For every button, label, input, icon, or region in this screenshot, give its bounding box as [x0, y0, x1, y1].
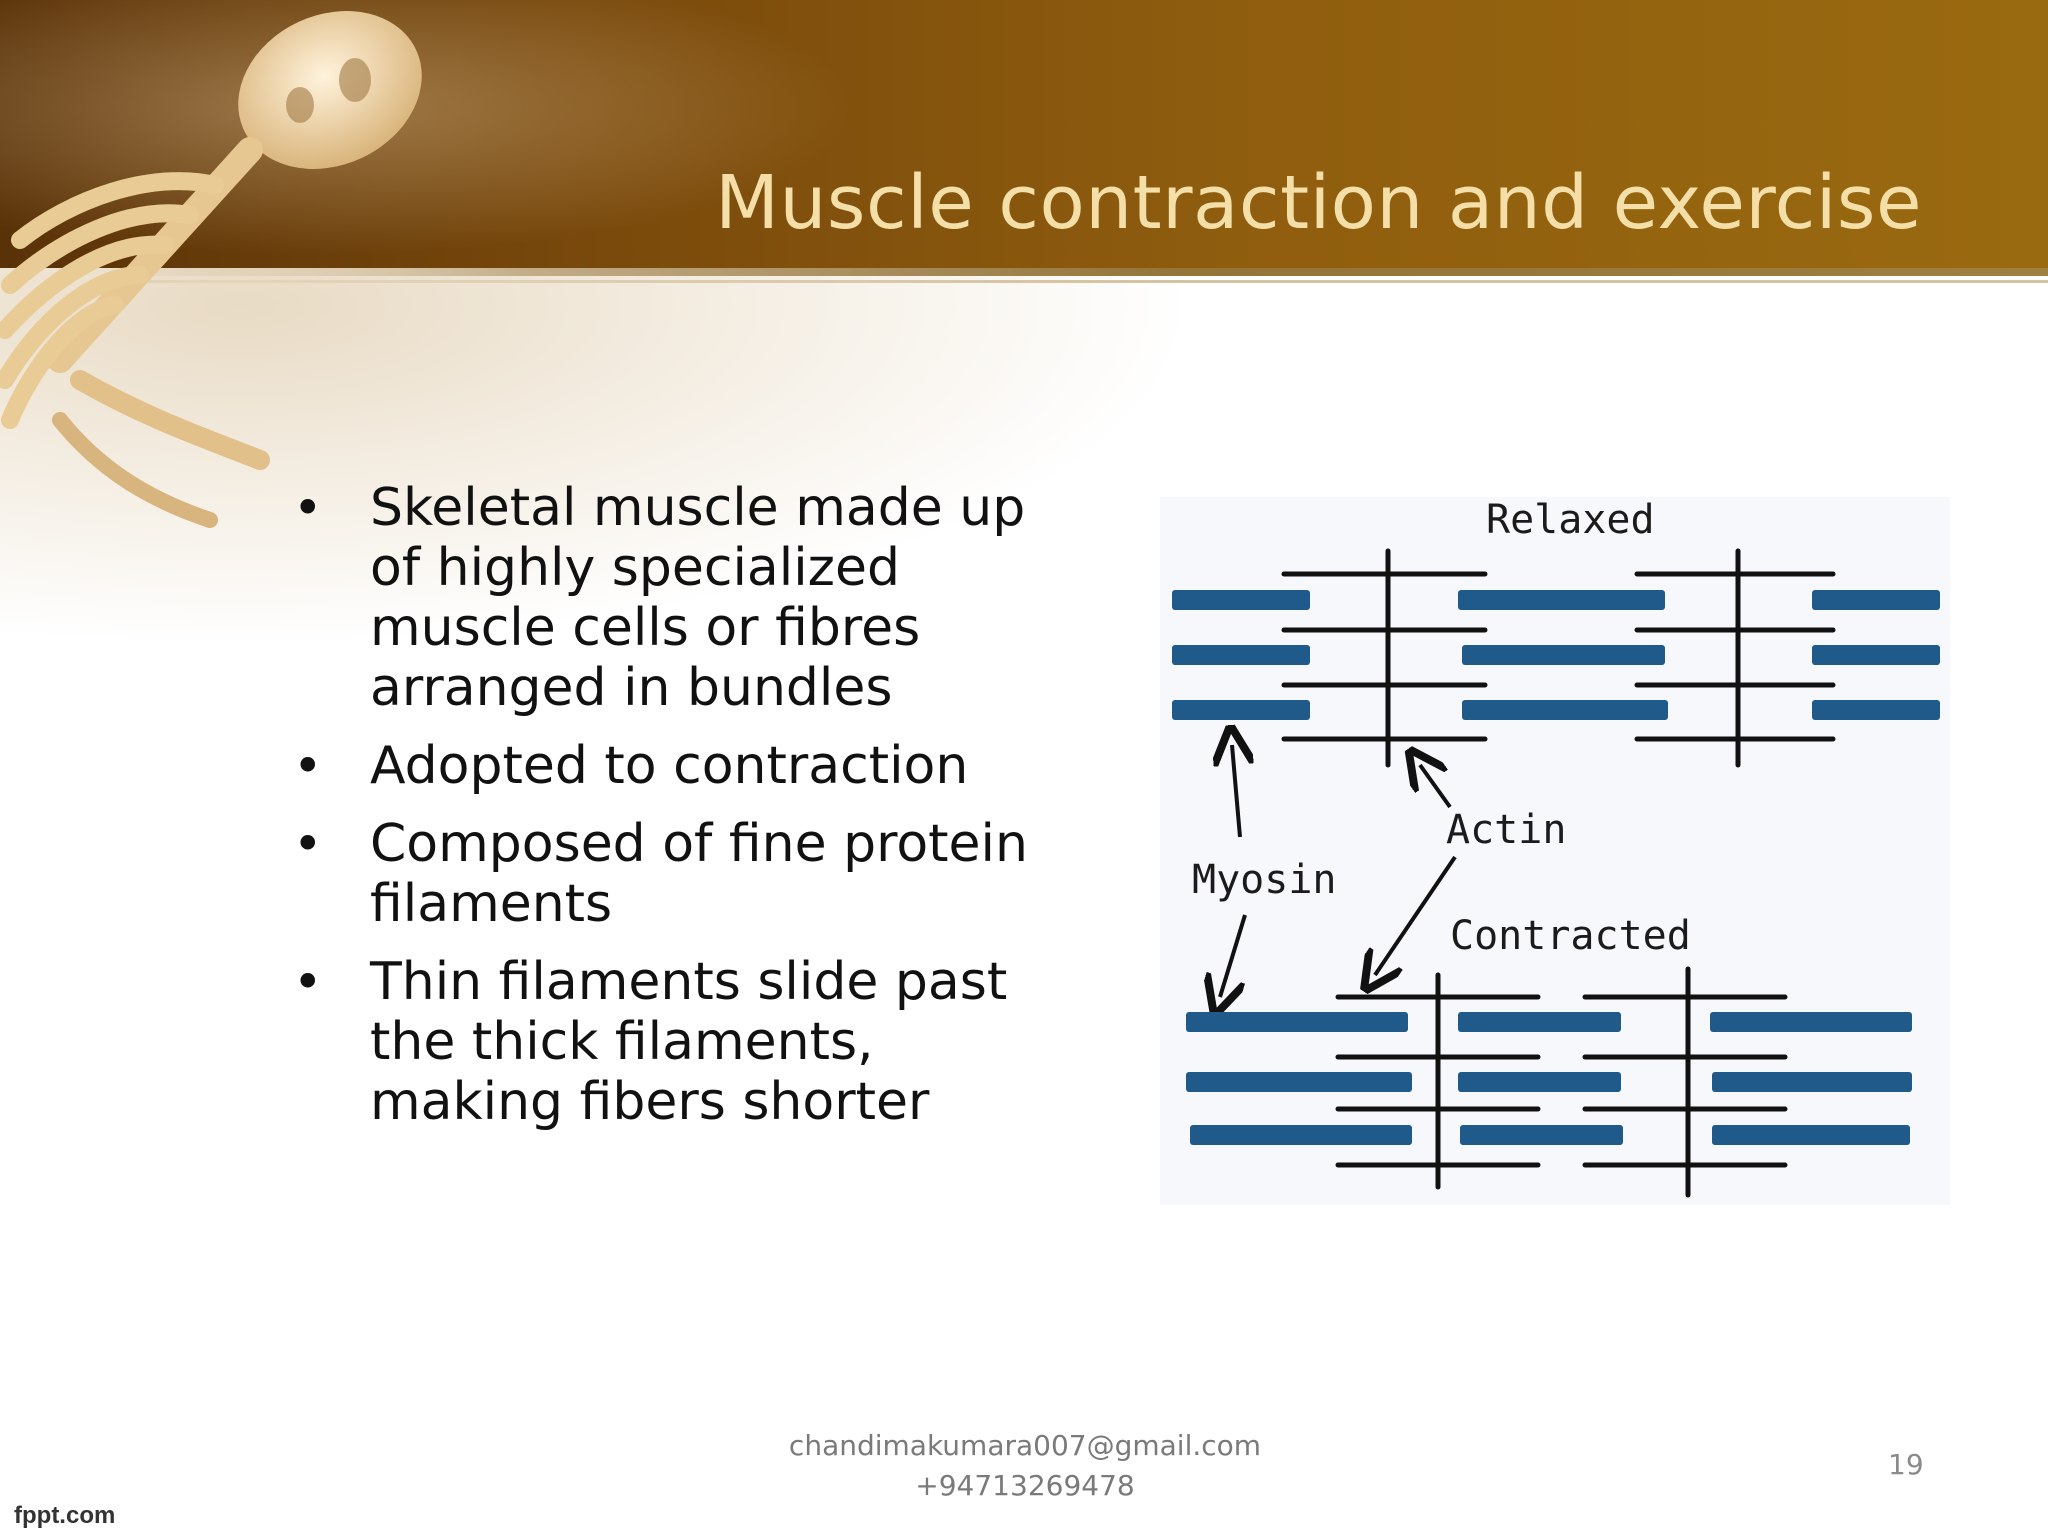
contracted-actin — [1335, 966, 1788, 1198]
page-title: Muscle contraction and exercise — [715, 160, 1922, 246]
bullet-line: Adopted to contraction — [370, 736, 969, 796]
bullet-dot: • — [293, 737, 323, 795]
skeleton-illustration — [0, 11, 422, 528]
bullet-line: arranged in bundles — [370, 658, 893, 718]
bullet-item: • Composed of fine protein filaments — [285, 814, 1075, 934]
background-fade — [0, 268, 1200, 648]
label-myosin: Myosin — [1192, 857, 1337, 903]
page-number: 19 — [1888, 1448, 1924, 1481]
label-actin: Actin — [1446, 807, 1566, 853]
contracted-myosin — [1186, 1012, 1912, 1145]
sarcomere-diagram: Relaxed Actin Myosin Contracted — [1160, 497, 1950, 1205]
brand-logo: fppt.com — [14, 1502, 116, 1529]
bullet-dot: • — [293, 953, 323, 1011]
bullet-line: filaments — [370, 874, 613, 934]
footer-email: chandimakumara007@gmail.com — [788, 1429, 1262, 1462]
bullet-line: Composed of fine protein — [370, 814, 1028, 874]
footer-phone: +94713269478 — [915, 1469, 1135, 1502]
bullet-line: Skeletal muscle made up — [370, 478, 1026, 538]
bullet-line: of highly specialized — [370, 538, 900, 598]
sarcomere-svg: Relaxed Actin Myosin Contracted — [1172, 497, 1940, 1198]
bullet-dot: • — [293, 815, 323, 873]
bullet-line: muscle cells or fibres — [370, 598, 921, 658]
footer-contact: chandimakumara007@gmail.com +94713269478 — [780, 1426, 1270, 1506]
bullet-item: • Thin filaments slide past the thick fi… — [285, 952, 1075, 1132]
bullet-line: Thin filaments slide past — [370, 952, 1008, 1012]
relaxed-myosin — [1172, 590, 1940, 720]
bullet-item: • Skeletal muscle made up of highly spec… — [285, 478, 1075, 718]
bullet-line: making fibers shorter — [370, 1072, 930, 1132]
bullet-line: the thick filaments, — [370, 1012, 874, 1072]
label-relaxed: Relaxed — [1486, 497, 1655, 543]
bullet-item: • Adopted to contraction — [285, 736, 1075, 796]
bullet-dot: • — [293, 479, 323, 537]
bullet-list: • Skeletal muscle made up of highly spec… — [285, 478, 1075, 1150]
arrows — [1220, 745, 1457, 997]
label-contracted: Contracted — [1450, 913, 1691, 959]
relaxed-actin — [1281, 548, 1836, 768]
